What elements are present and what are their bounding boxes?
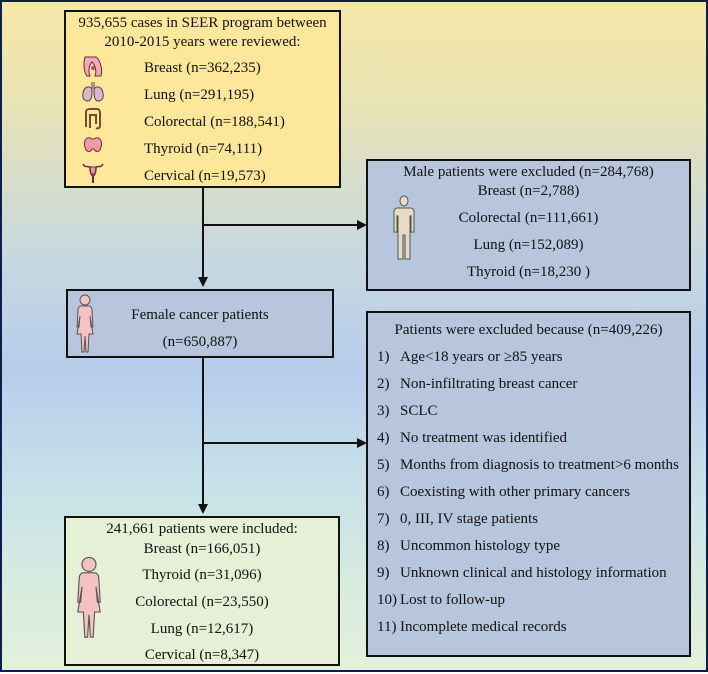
reviewed-title-line2: 2010-2015 years were reviewed: (104, 34, 301, 50)
male-excluded-breast: Breast (n=2,788) (477, 183, 580, 199)
female-figure-icon (77, 556, 101, 638)
excluded-criterion-number: 2) (377, 376, 390, 392)
male-excluded-thyroid: Thyroid (n=18,230 ) (466, 264, 591, 280)
included-box: 241,661 patients were included: Breast (… (64, 516, 340, 666)
male-excluded-title: Male patients were excluded (n=284,768) (403, 164, 654, 180)
cancer-count-cervical: Cervical (n=19,573) (144, 168, 266, 184)
cancer-count-thyroid: Thyroid (n=74,111) (144, 141, 263, 157)
included-cervical: Cervical (n=8,347) (144, 647, 260, 663)
cancer-count-breast: Breast (n=362,235) (144, 60, 261, 76)
female-patients-box: Female cancer patients (n=650,887) (66, 289, 334, 358)
male-figure-icon (393, 195, 415, 260)
excluded-criterion-number: 9) (377, 565, 390, 581)
excluded-criterion-text: Non-infiltrating breast cancer (400, 376, 578, 392)
excluded-criteria-title: Patients were excluded because (n=409,22… (394, 322, 663, 338)
included-lung: Lung (n=12,617) (150, 621, 254, 637)
uterus-icon (82, 163, 104, 183)
excluded-criterion-text: Lost to follow-up (400, 592, 505, 608)
excluded-criterion-number: 6) (377, 484, 390, 500)
included-title: 241,661 patients were included: (106, 521, 298, 537)
male-excluded-colorectal: Colorectal (n=111,661) (458, 210, 599, 226)
excluded-criterion-text: No treatment was identified (400, 430, 568, 446)
excluded-criterion-text: 0, III, IV stage patients (400, 511, 539, 527)
excluded-criterion-text: Months from diagnosis to treatment>6 mon… (400, 457, 679, 473)
cancer-count-lung: Lung (n=291,195) (144, 87, 255, 103)
thyroid-icon (84, 137, 102, 152)
excluded-criterion-number: 4) (377, 430, 390, 446)
excluded-criterion-number: 1) (377, 349, 390, 365)
excluded-criterion-number: 10) (377, 592, 397, 608)
excluded-criterion-text: Incomplete medical records (400, 619, 567, 635)
female-patients-count: (n=650,887) (162, 334, 238, 350)
included-thyroid: Thyroid (n=31,096) (142, 567, 262, 583)
male-excluded-box: Male patients were excluded (n=284,768) … (366, 159, 691, 291)
excluded-criterion-number: 7) (377, 511, 390, 527)
excluded-criteria-box: Patients were excluded because (n=409,22… (366, 311, 691, 657)
excluded-criterion-text: Unknown clinical and histology informati… (400, 565, 667, 581)
lung-icon (82, 82, 104, 102)
cancer-count-colorectal: Colorectal (n=188,541) (144, 114, 285, 130)
breast-icon (83, 56, 103, 77)
excluded-criterion-text: Age<18 years or ≥85 years (400, 349, 563, 365)
male-excluded-lung: Lung (n=152,089) (473, 237, 584, 253)
reviewed-title-line1: 935,655 cases in SEER program between (78, 15, 327, 31)
excluded-criterion-number: 3) (377, 403, 390, 419)
excluded-criterion-number: 5) (377, 457, 390, 473)
female-patients-label: Female cancer patients (131, 307, 269, 323)
included-colorectal: Colorectal (n=23,550) (135, 594, 269, 610)
colon-icon (85, 108, 101, 130)
excluded-criterion-number: 8) (377, 538, 390, 554)
excluded-criterion-text: Uncommon histology type (400, 538, 560, 554)
excluded-criterion-text: SCLC (400, 403, 438, 419)
excluded-criterion-number: 11) (377, 619, 397, 635)
included-breast: Breast (n=166,051) (143, 541, 261, 557)
reviewed-box: 935,655 cases in SEER program between 20… (64, 10, 341, 188)
excluded-criterion-text: Coexisting with other primary cancers (400, 484, 630, 500)
female-figure-icon (76, 294, 94, 353)
